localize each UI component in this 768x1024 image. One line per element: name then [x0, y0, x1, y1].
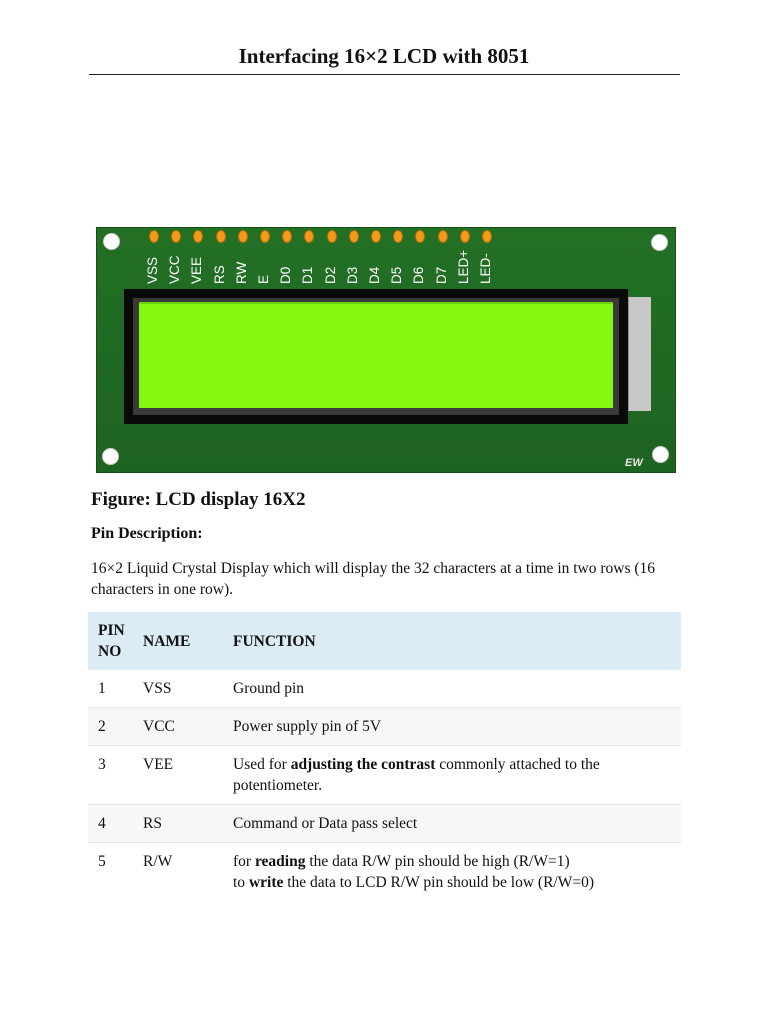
pin-code-label: VCC	[167, 255, 183, 284]
cell-function: Used for adjusting the contrast commonly…	[233, 756, 600, 794]
pin-code-label: VSS	[145, 256, 160, 284]
mount-hole-bottom-left	[102, 448, 119, 465]
mount-hole-top-left	[103, 233, 120, 250]
mount-hole-bottom-right	[652, 446, 669, 463]
pin-pad	[260, 230, 270, 243]
table-row: 4 RS Command or Data pass select	[88, 805, 681, 843]
pin-pad	[282, 230, 293, 243]
lcd-backlight-strip	[628, 297, 651, 411]
cell-name: R/W	[143, 853, 173, 870]
pin-code-label: D6	[411, 266, 427, 284]
pin-code-label: D3	[344, 266, 360, 284]
cell-name: VSS	[143, 680, 172, 697]
pin-pad	[348, 230, 359, 243]
pin-pad	[371, 230, 381, 243]
pin-code-label: RS	[211, 265, 227, 284]
pin-pad	[326, 230, 337, 243]
figure-caption: Figure: LCD display 16X2	[91, 489, 306, 510]
pin-table: PIN NO NAME FUNCTION 1 VSS Ground pin 2 …	[88, 612, 681, 901]
table-row: 1 VSS Ground pin	[88, 670, 681, 708]
pin-pad	[437, 230, 448, 243]
cell-function: Power supply pin of 5V	[233, 718, 382, 735]
cell-name: VEE	[143, 756, 174, 773]
pin-code-label: LED-	[478, 253, 493, 284]
cell-pin: 1	[98, 680, 106, 697]
pin-code-label: LED+	[455, 249, 471, 284]
pin-code-label: D7	[433, 266, 449, 284]
pin-code-label: VEE	[189, 256, 205, 284]
section-heading: Pin Description:	[91, 525, 203, 542]
cell-pin: 2	[98, 718, 106, 735]
pin-pad	[193, 230, 204, 243]
pin-code-label: D5	[389, 266, 405, 284]
lcd-logo: EW	[625, 457, 643, 469]
pin-code-label: D4	[367, 266, 382, 284]
pin-code-label: D0	[278, 266, 294, 284]
table-row: 3 VEE Used for adjusting the contrast co…	[88, 746, 681, 805]
cell-name: VCC	[143, 718, 175, 735]
mount-hole-top-right	[651, 234, 668, 251]
cell-function: for reading the data R/W pin should be h…	[233, 853, 595, 891]
pin-pad	[393, 230, 404, 243]
cell-function: Command or Data pass select	[233, 815, 418, 832]
pin-code-label: E	[256, 274, 271, 284]
table-header-row: PIN NO NAME FUNCTION	[88, 612, 681, 670]
table-row: 5 R/W for reading the data R/W pin shoul…	[88, 843, 681, 901]
table-row: 2 VCC Power supply pin of 5V	[88, 708, 681, 746]
header-function: FUNCTION	[233, 632, 316, 650]
lcd-screen	[139, 302, 613, 408]
pin-code-label: D1	[300, 266, 316, 284]
pin-pad	[459, 230, 470, 243]
pin-pad	[304, 230, 315, 243]
cell-pin: 3	[98, 756, 106, 773]
pin-pad	[237, 230, 248, 243]
pin-pad	[149, 230, 159, 243]
cell-pin: 4	[98, 815, 106, 832]
header-pin-no: PIN NO	[98, 622, 125, 660]
lcd-figure: Ground+5VContrast controlRegister select…	[0, 0, 768, 480]
cell-name: RS	[143, 815, 162, 832]
title-underline	[89, 74, 680, 75]
page-title: Interfacing 16×2 LCD with 8051	[238, 44, 530, 68]
pin-pad	[482, 230, 492, 243]
pin-code-label: D2	[322, 266, 338, 284]
cell-function: Ground pin	[233, 680, 305, 697]
header-name: NAME	[143, 632, 191, 650]
description-paragraph: 16×2 Liquid Crystal Display which will d…	[91, 560, 656, 598]
pin-pad	[171, 230, 182, 243]
pin-code-label: RW	[233, 261, 249, 284]
pin-pad	[215, 230, 226, 243]
cell-pin: 5	[98, 853, 106, 870]
pin-pad	[415, 230, 426, 243]
